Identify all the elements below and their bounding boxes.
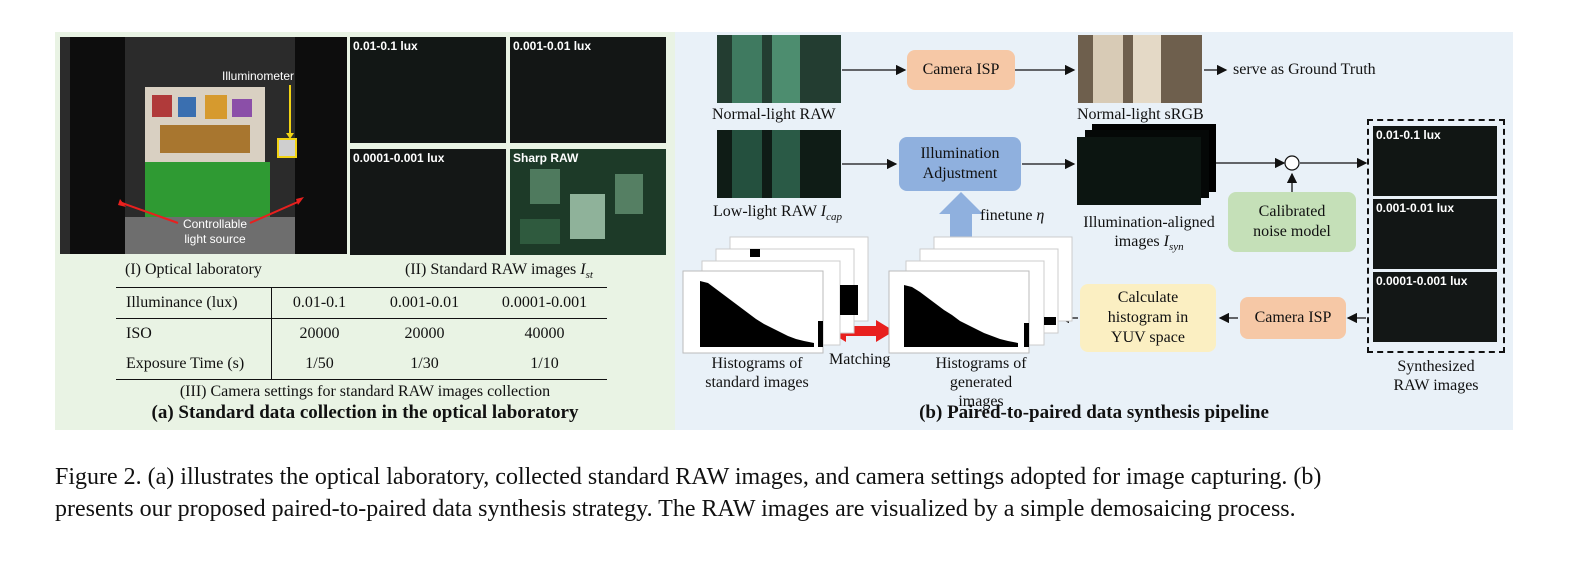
synth-image-label: 0.0001-0.001 lux [1376,274,1468,288]
caption-standard-raw: (II) Standard RAW images Ist [405,261,593,282]
raw-image-label: 0.001-0.01 lux [513,39,592,53]
normal-light-raw-label: Normal-light RAW [712,106,836,123]
figure-caption: Figure 2. (a) illustrates the optical la… [55,461,1515,525]
lowlight-scene [717,130,841,198]
table-cell: Illuminance (lux) [116,287,272,319]
standard-histogram-stack [682,236,869,354]
raw-image-label: 0.01-0.1 lux [353,39,418,53]
illumination-aligned-image [1077,137,1201,205]
camera-isp-top-box: Camera ISP [907,50,1015,90]
panel-a-title: (a) Standard data collection in the opti… [151,402,579,423]
figure-caption-line-2: presents our proposed paired-to-paired d… [55,496,1296,522]
table-cell: 1/10 [530,355,559,372]
curtain-scene [717,35,841,103]
caption-optical-laboratory: (I) Optical laboratory [125,261,262,278]
table-cell: Exposure Time (s) [116,349,272,380]
ground-truth-label: serve as Ground Truth [1233,61,1376,78]
synth-image-label: 0.01-0.1 lux [1376,128,1441,142]
synth-image-0.0001-0.001: 0.0001-0.001 lux [1373,272,1497,342]
table-row: Illuminance (lux) 0.01-0.1 0.001-0.01 0.… [116,287,607,319]
table-cell: 40000 [524,325,565,342]
matching-label: Matching [829,351,891,368]
table-cell: 0.0001-0.001 [501,294,588,311]
camera-settings-table: Illuminance (lux) 0.01-0.1 0.001-0.01 0.… [116,287,607,380]
raw-image-label: Sharp RAW [513,151,579,165]
illuminometer-label: Illuminometer [222,69,295,83]
table-cell: 0.01-0.1 [292,294,347,311]
synth-image-label: 0.001-0.01 lux [1376,201,1455,215]
illumination-aligned-label: Illumination-aligned images Isyn [1083,214,1215,254]
table-cell: 20000 [404,325,445,342]
low-light-raw-image [717,130,841,198]
raw-image-sharp: Sharp RAW [510,149,666,255]
table-row: Exposure Time (s) 1/50 1/30 1/10 [116,349,607,380]
panel-b-title: (b) Paired-to-paired data synthesis pipe… [919,402,1269,423]
lab-scene-illustration [60,37,347,254]
caption-camera-settings: (III) Camera settings for standard RAW i… [179,383,551,400]
generated-histogram-stack [888,236,1073,354]
normal-light-srgb-image [1078,35,1202,103]
light-source-label: Controllable light source [182,217,248,246]
sharp-raw-scene [510,149,666,255]
low-light-raw-label: Low-light RAW Icap [713,203,842,224]
raw-image-0.0001-0.001: 0.0001-0.001 lux [350,149,506,255]
finetune-label: finetune η [980,207,1045,224]
table-row: ISO 20000 20000 40000 [116,318,607,349]
table-cell: 1/50 [305,355,334,372]
normal-light-raw-image [717,35,841,103]
normal-light-srgb-label: Normal-light sRGB [1077,106,1204,123]
raw-image-label: 0.0001-0.001 lux [353,151,445,165]
raw-image-0.001-0.01: 0.001-0.01 lux [510,37,666,143]
synthesized-raw-images-box [1367,119,1505,353]
curtain-srgb-scene [1078,35,1202,103]
table-cell: 20000 [299,325,340,342]
table-cell: ISO [116,318,272,349]
lab-annotation-arrows [118,85,304,224]
table-cell: 1/30 [410,355,439,372]
figure-caption-line-1: Figure 2. (a) illustrates the optical la… [55,464,1322,490]
optical-lab-photo: Illuminometer Controllable light source [60,37,347,254]
raw-image-0.01-0.1: 0.01-0.1 lux [350,37,506,143]
camera-isp-bottom-box: Camera ISP [1240,297,1346,339]
synth-image-0.01-0.1: 0.01-0.1 lux [1373,126,1497,196]
synth-image-0.001-0.01: 0.001-0.01 lux [1373,199,1497,269]
table-cell: 0.001-0.01 [389,294,460,311]
